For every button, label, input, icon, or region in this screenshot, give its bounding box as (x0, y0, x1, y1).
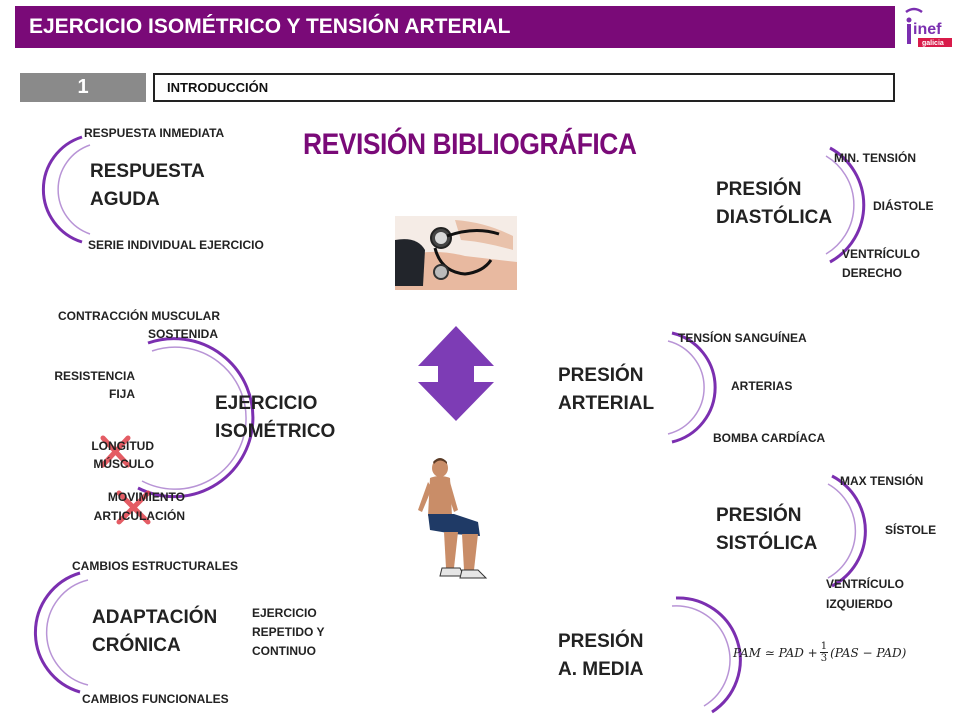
isometrico-item4-line1: MOVIMIENTO (107, 490, 185, 504)
isometrico-title-line2: ISOMÉTRICO (215, 421, 336, 442)
sistolica-item1: MAX TENSIÓN (840, 474, 924, 488)
isometric-squat-figure (414, 456, 500, 584)
header-title: EJERCICIO ISOMÉTRICO Y TENSIÓN ARTERIAL (15, 6, 895, 48)
media-arc (675, 596, 742, 714)
cronica-top-label: CAMBIOS ESTRUCTURALES (72, 559, 239, 573)
sistolica-title-line1: PRESIÓN (716, 505, 802, 526)
cronica-bottom-label: CAMBIOS FUNCIONALES (82, 692, 229, 706)
formula-denominator: 3 (820, 653, 828, 664)
logo-subtext: galicia (922, 40, 944, 47)
arterial-arc (671, 331, 717, 444)
diastolica-arc (829, 146, 866, 264)
cronica-side-line2: REPETIDO Y (252, 625, 325, 639)
formula-numerator: 1 (819, 641, 829, 653)
arterial-item2: ARTERIAS (731, 379, 793, 393)
cronica-arc (34, 571, 81, 694)
sistolica-title-line2: SISTÓLICA (716, 533, 818, 554)
double-arrow-icon (418, 326, 494, 421)
arterial-title-line1: PRESIÓN (558, 365, 644, 386)
arterial-item1: TENSÍON SANGUÍNEA (678, 331, 807, 345)
isometrico-arc (137, 337, 255, 499)
section-number: 1 (20, 73, 146, 102)
cronica-side-line3: CONTINUO (252, 644, 316, 658)
isometrico-arc-inner (141, 346, 247, 490)
diastolica-item1: MIN. TENSIÓN (834, 151, 917, 165)
sistolica-arc (831, 474, 867, 588)
aguda-top-label: RESPUESTA INMEDIATA (84, 126, 225, 140)
sistolica-item3-line2: IZQUIERDO (826, 597, 893, 611)
cross-icon-longitud (100, 435, 131, 468)
isometrico-item4-line2: ARTICULACIÓN (93, 509, 185, 523)
isometrico-item3-line2: MÚSCULO (93, 457, 154, 471)
cronica-side-line1: EJERCICIO (252, 606, 317, 620)
aguda-arc-inner (57, 144, 91, 235)
isometrico-item2-line1: RESISTENCIA (54, 369, 135, 383)
cronica-title-line2: CRÓNICA (92, 635, 181, 656)
media-title-line1: PRESIÓN (558, 631, 644, 652)
inef-logo: inef galicia (900, 4, 956, 52)
section-title: INTRODUCCIÓN (153, 73, 895, 102)
isometrico-item3-line1: LONGITUD (91, 439, 154, 453)
diastolica-item3-line2: DERECHO (842, 266, 903, 280)
logo-text: inef (913, 21, 942, 38)
formula-lhs: PAM ≃ PAD + (733, 645, 818, 660)
sistolica-item2: SÍSTOLE (885, 523, 937, 537)
arterial-title-line2: ARTERIAL (558, 393, 655, 414)
isometrico-item1-line2: SOSTENIDA (147, 327, 218, 341)
arterial-item3: BOMBA CARDÍACA (713, 431, 826, 445)
aguda-arc (41, 135, 83, 244)
isometrico-item2-line2: FIJA (108, 387, 135, 401)
diastolica-title-line1: PRESIÓN (716, 179, 802, 200)
formula-rhs: (PAS − PAD) (830, 645, 907, 660)
arterial-arc-inner (667, 340, 705, 435)
aguda-bottom-label: SERIE INDIVIDUAL EJERCICIO (88, 238, 264, 252)
pam-formula: PAM ≃ PAD + 1 3 (PAS − PAD) (733, 641, 906, 664)
media-arc-inner (671, 605, 731, 707)
cross-icon-movimiento (116, 490, 151, 525)
cronica-arc-inner (45, 579, 89, 686)
main-title: REVISIÓN BIBLIOGRÁFICA (303, 128, 637, 161)
cronica-title-line1: ADAPTACIÓN (92, 607, 218, 628)
diastolica-title-line2: DIASTÓLICA (716, 207, 833, 228)
diastolica-arc-inner (825, 155, 855, 255)
sistolica-arc-inner (827, 483, 857, 579)
aguda-title-line2: AGUDA (90, 189, 160, 210)
isometrico-title-line1: EJERCICIO (215, 393, 318, 414)
diastolica-item3-line1: VENTRÍCULO (842, 247, 920, 261)
diastolica-item2: DIÁSTOLE (873, 199, 934, 213)
sistolica-item3-line1: VENTRÍCULO (826, 577, 904, 591)
aguda-title-line1: RESPUESTA (90, 161, 205, 182)
isometrico-item1-line1: CONTRACCIÓN MUSCULAR (58, 309, 220, 323)
blood-pressure-photo (395, 216, 517, 290)
media-title-line2: A. MEDIA (558, 659, 644, 680)
